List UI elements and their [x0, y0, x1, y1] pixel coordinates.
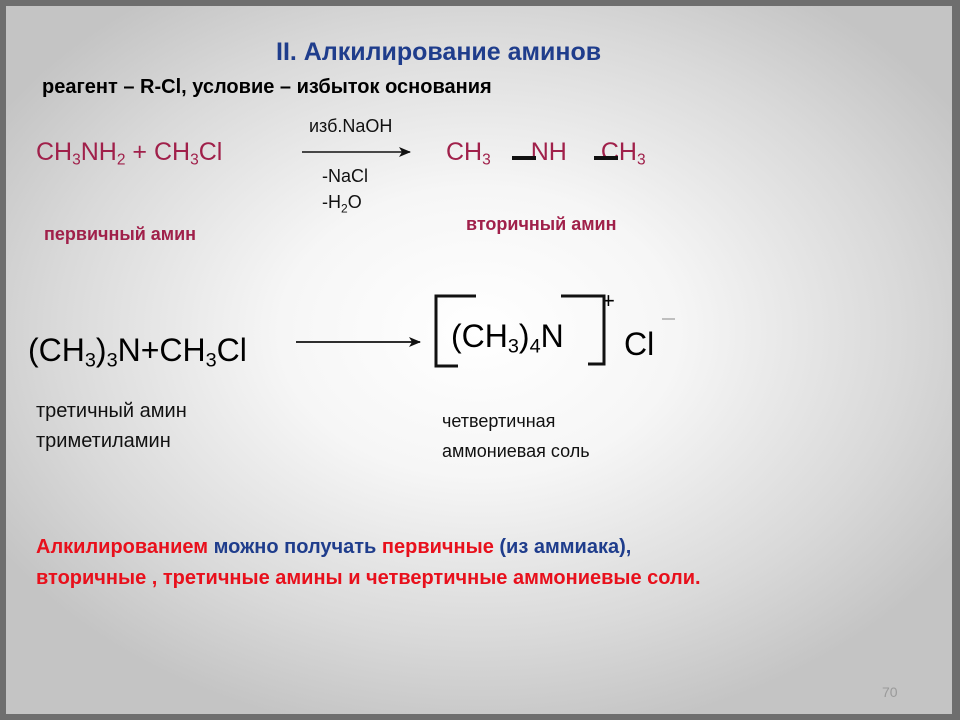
- label-primary-amine: первичный амин: [44, 224, 197, 244]
- left-bracket: [434, 294, 476, 368]
- reaction2-product-anion: Cl: [624, 326, 655, 362]
- right-bracket: [561, 294, 606, 366]
- page-number: 70: [882, 684, 898, 700]
- reagent-condition-line: реагент – R-Cl, условие – избыток основа…: [42, 76, 492, 98]
- slide: II. Алкилирование аминов реагент – R-Cl,…: [6, 6, 952, 714]
- summary-text: Алкилированием можно получать первичные …: [36, 536, 701, 589]
- reaction1-reactants: CH3NH2 + CH3Cl: [36, 138, 223, 169]
- slide-title: II. Алкилирование аминов: [276, 38, 602, 66]
- reaction-graphics: [296, 147, 675, 368]
- reaction2-reactants: (CH3)3N+CH3Cl: [28, 332, 247, 372]
- reaction2-product-cation: (CH3)4N: [451, 318, 564, 358]
- label-secondary-amine: вторичный амин: [466, 214, 617, 234]
- reaction1-above-arrow: изб.NaOH: [309, 116, 393, 136]
- reaction1-below-arrow-nacl: -NaCl: [322, 166, 369, 186]
- reaction1-below-arrow-water: -H2O: [322, 192, 362, 216]
